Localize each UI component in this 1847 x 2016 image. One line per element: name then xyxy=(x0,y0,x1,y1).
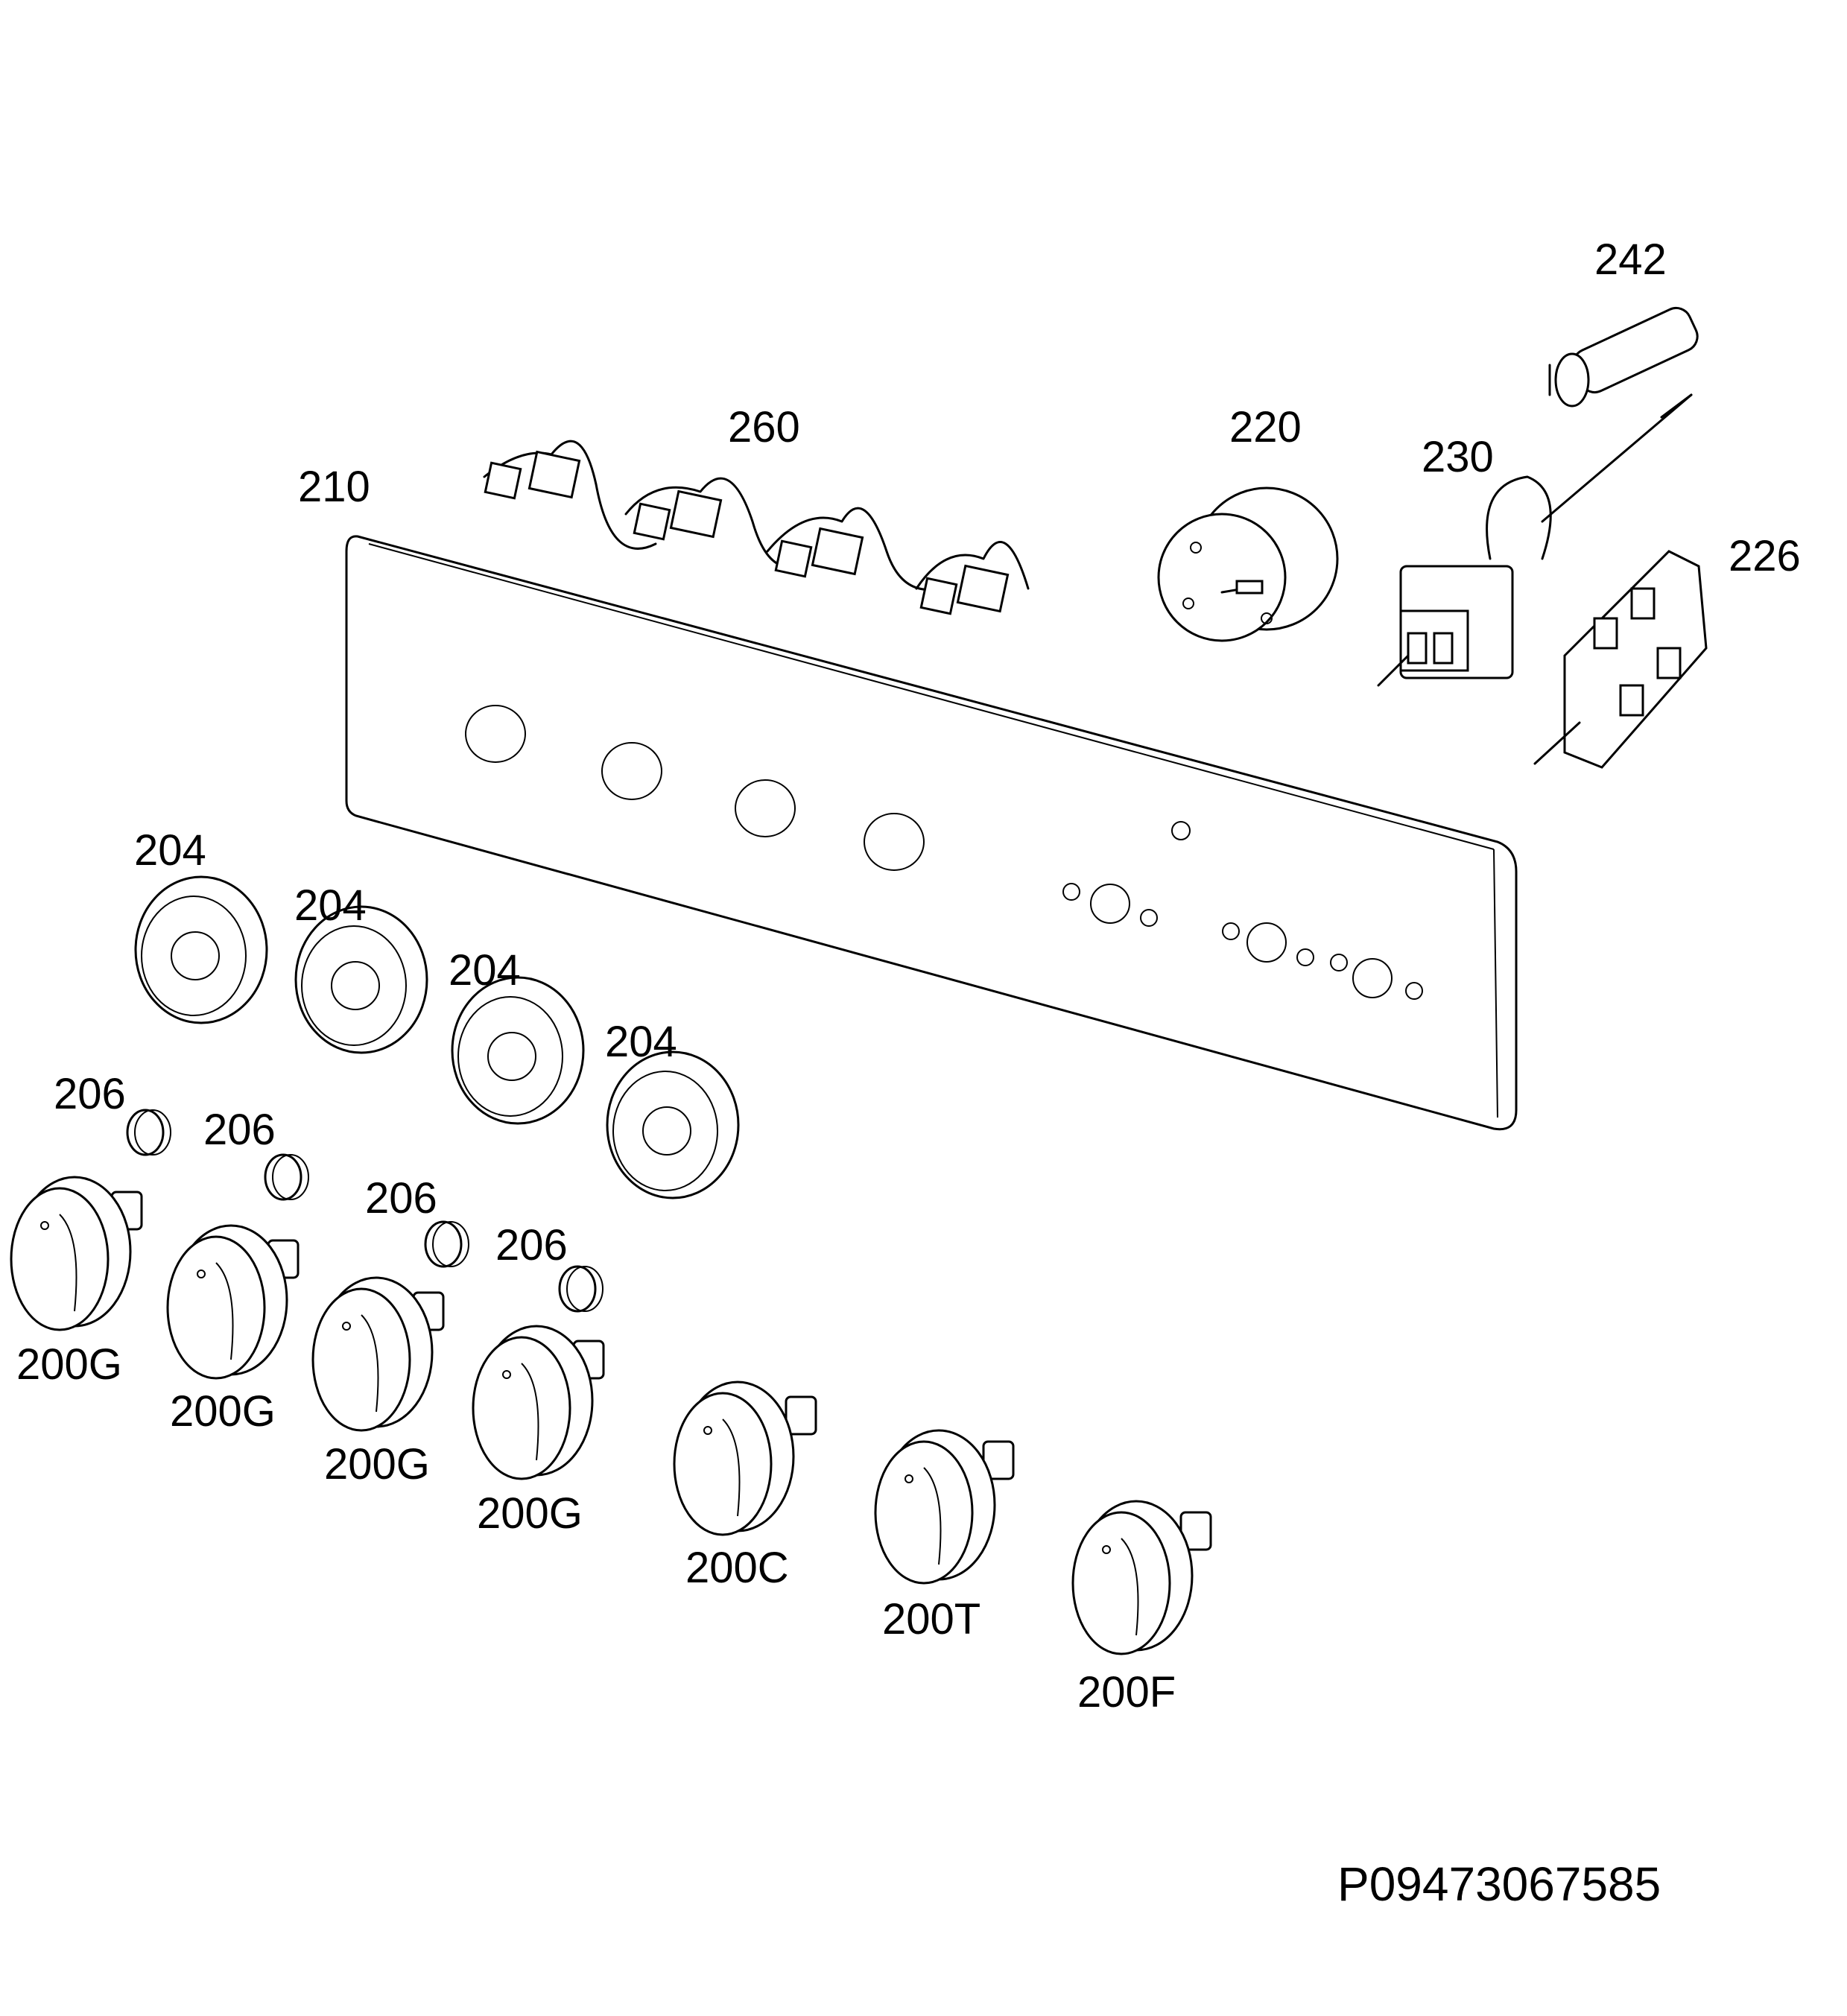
bezel-ring-204-b xyxy=(294,905,428,1054)
label-230: 230 xyxy=(1422,433,1494,481)
label-204-b: 204 xyxy=(294,881,367,930)
label-204-d: 204 xyxy=(605,1018,677,1066)
bezel-ring-204-d xyxy=(606,1050,740,1199)
label-206-c: 206 xyxy=(365,1174,437,1223)
control-knob-200g-2 xyxy=(166,1224,300,1380)
label-220: 220 xyxy=(1229,403,1302,451)
label-260: 260 xyxy=(728,403,800,451)
label-200g-3: 200G xyxy=(324,1440,430,1489)
label-206-b: 206 xyxy=(203,1106,276,1154)
label-226: 226 xyxy=(1729,532,1801,580)
label-200g-4: 200G xyxy=(477,1489,583,1538)
control-knob-200g-3 xyxy=(311,1276,445,1432)
label-210: 210 xyxy=(298,463,370,511)
control-knob-200f xyxy=(1071,1500,1212,1655)
control-panel-210 xyxy=(345,535,1518,1131)
lamp-holder-242 xyxy=(1548,306,1699,408)
control-knob-200g-1 xyxy=(10,1176,143,1331)
timer-220 xyxy=(1157,486,1339,642)
spring-206-c xyxy=(424,1220,469,1268)
bezel-ring-204-c xyxy=(451,976,585,1125)
label-204-a: 204 xyxy=(134,826,206,875)
terminal-block-226 xyxy=(1533,550,1708,769)
spring-206-a xyxy=(126,1109,171,1156)
label-206-d: 206 xyxy=(495,1221,568,1269)
panel-knob-holes xyxy=(465,705,1423,1000)
label-200t: 200T xyxy=(882,1595,981,1643)
switch-harness-260 xyxy=(483,440,1030,615)
label-206-a: 206 xyxy=(54,1070,126,1118)
thermostat-230 xyxy=(1377,393,1693,687)
document-id: P09473067585 xyxy=(1337,1857,1661,1911)
control-knob-200t xyxy=(874,1429,1015,1585)
label-242: 242 xyxy=(1594,235,1667,284)
spring-206-b xyxy=(264,1153,309,1201)
control-knob-200c xyxy=(673,1381,817,1536)
label-204-c: 204 xyxy=(449,946,521,995)
label-200g-1: 200G xyxy=(16,1340,122,1389)
label-200c: 200C xyxy=(685,1544,789,1592)
control-knob-200g-4 xyxy=(472,1325,605,1480)
bezel-ring-204-a xyxy=(134,875,268,1024)
label-200f: 200F xyxy=(1077,1668,1176,1717)
spring-206-d xyxy=(558,1265,603,1313)
label-200g-2: 200G xyxy=(170,1387,276,1436)
